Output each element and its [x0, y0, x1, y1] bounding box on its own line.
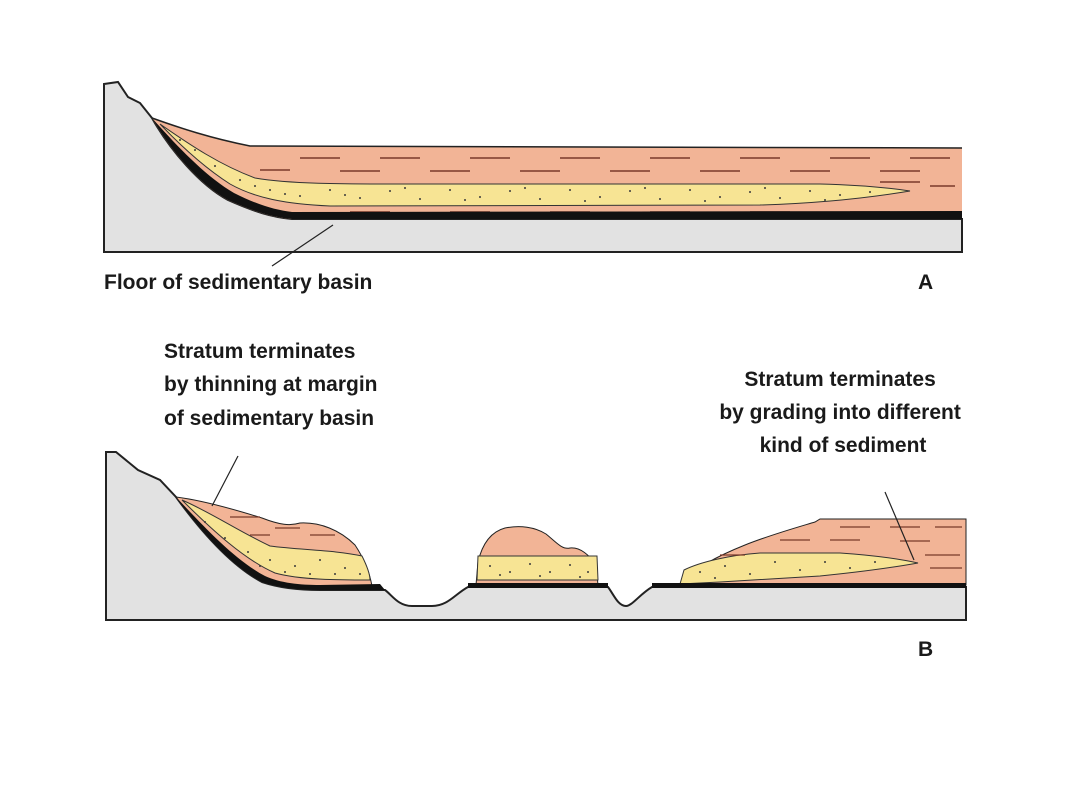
panel-b-middle-basal-layer [468, 583, 608, 588]
label-grading-line-3: kind of sediment [760, 434, 927, 457]
panel-b-middle-sand-speckles [489, 563, 589, 578]
panel-b-right-basal-layer [652, 583, 966, 588]
label-grading-line-1: Stratum terminates [744, 368, 935, 391]
label-thinning-line-1: Stratum terminates [164, 340, 355, 363]
panel-b-left-shale-dashes [230, 516, 335, 536]
label-thinning-margin: Stratum terminates by thinning at margin… [164, 340, 383, 430]
label-grading-line-2: by grading into different [719, 401, 961, 424]
label-thinning-line-2: by thinning at margin [164, 373, 378, 396]
panel-letter-a: A [918, 271, 933, 294]
panel-b-right-shale-dashes [720, 526, 962, 569]
label-grading-sediment: Stratum terminates by grading into diffe… [719, 368, 966, 457]
panel-a-top-surface [151, 117, 963, 149]
panel-letter-b: B [918, 638, 933, 661]
panel-b-left-sandstone [181, 499, 371, 581]
panel-b-right-leader-line [884, 491, 915, 561]
panel-b-right-sand-speckles [699, 561, 876, 579]
panel-a-leader-line [271, 224, 334, 267]
panel-b-right-sandstone [679, 552, 919, 585]
panel-b [105, 451, 967, 621]
panel-b-middle-sandstone [476, 555, 599, 581]
panel-a-sand-speckles [179, 139, 871, 202]
panel-b-left-leader-line [211, 455, 239, 507]
label-floor-of-basin: Floor of sedimentary basin [104, 271, 372, 294]
panel-a [103, 80, 963, 267]
panel-b-left-basal-layer [176, 497, 385, 590]
label-thinning-line-3: of sedimentary basin [164, 407, 374, 430]
panel-a-sandstone-layer [159, 123, 911, 207]
panel-b-left-sand-speckles [204, 521, 361, 575]
